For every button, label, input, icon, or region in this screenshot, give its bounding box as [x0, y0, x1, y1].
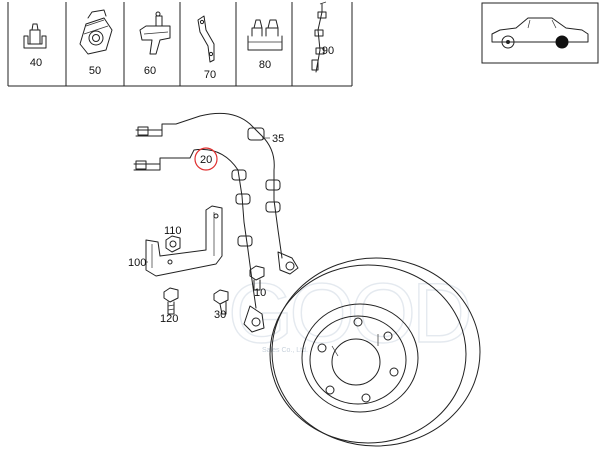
callouts: 35 20 110 100 10 120 30	[128, 133, 284, 325]
holder-bracket-icon	[139, 11, 171, 55]
part-35-wear-sensor-cable[interactable]	[135, 112, 299, 275]
part-120-bolt[interactable]	[163, 287, 179, 315]
thumb-90[interactable]: 90	[311, 1, 334, 73]
watermark-subtitle: Sales Co., Ltd.	[262, 347, 308, 354]
car-side-icon	[491, 17, 589, 49]
part-30-screw[interactable]	[213, 289, 229, 315]
callout-120[interactable]: 120	[160, 313, 178, 325]
thumb-label-50: 50	[89, 65, 101, 77]
thumb-40[interactable]: 40	[23, 23, 47, 69]
callout-100[interactable]: 100	[128, 257, 146, 269]
cable-grommet-icon	[311, 1, 327, 73]
clip-icon	[23, 23, 47, 49]
thumb-label-90: 90	[322, 45, 334, 57]
part-100-bracket[interactable]	[145, 205, 223, 277]
thumb-label-60: 60	[144, 65, 156, 77]
callout-30[interactable]: 30	[214, 309, 226, 321]
thumb-80[interactable]: 80	[247, 19, 283, 71]
brake-disc	[269, 257, 481, 447]
callout-35[interactable]: 35	[272, 133, 284, 145]
watermark-text: GOOD	[228, 266, 469, 360]
double-clip-icon	[247, 19, 283, 51]
callout-110[interactable]: 110	[164, 225, 182, 237]
bent-plate-icon	[197, 15, 215, 63]
part-20-abs-sensor-cable[interactable]	[133, 148, 265, 333]
callout-20[interactable]: 20	[200, 154, 212, 166]
part-110-nut[interactable]	[165, 235, 181, 253]
vehicle-position-box	[481, 2, 599, 64]
thumb-70[interactable]: 70	[197, 15, 216, 81]
thumb-60[interactable]: 60	[139, 11, 171, 77]
watermark-logo: GOOD Sales Co., Ltd.	[227, 265, 473, 360]
highlight-circle-20	[194, 147, 218, 171]
thumb-label-40: 40	[30, 57, 42, 69]
bracket-grommet-icon	[79, 9, 113, 55]
thumb-50[interactable]: 50	[79, 9, 113, 77]
thumb-label-70: 70	[204, 69, 216, 81]
callout-10[interactable]: 10	[254, 287, 266, 299]
thumb-label-80: 80	[259, 59, 271, 71]
thumbnail-strip: 40 50 60	[7, 1, 353, 87]
